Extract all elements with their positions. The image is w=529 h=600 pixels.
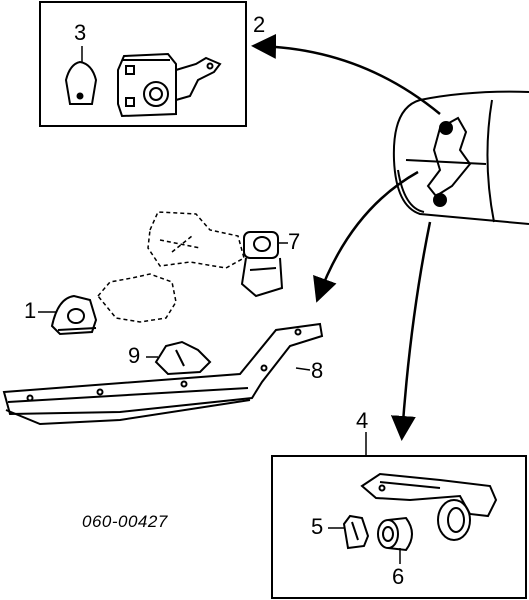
- vehicle-cutaway: [392, 90, 529, 225]
- callout-3: 3: [74, 20, 87, 45]
- arrow-to-detail-top: [251, 33, 441, 115]
- mount-bracket-assembly-4: [360, 472, 498, 541]
- detail-box-bottom: [271, 455, 527, 599]
- mount-part-7: [240, 231, 284, 298]
- bracket-part-9: [154, 340, 212, 376]
- callout-2: 2: [253, 12, 266, 37]
- callout-6: 6: [392, 564, 405, 589]
- leader-8: [295, 367, 311, 371]
- part-number-label: 060-00427: [82, 512, 168, 531]
- callout-4: 4: [356, 408, 369, 433]
- callout-1: 1: [24, 298, 37, 323]
- engine-outline-dashed: [97, 211, 245, 323]
- callout-5: 5: [311, 514, 324, 539]
- mount-part-1: [50, 294, 98, 336]
- crossmember-part-8: [2, 322, 324, 426]
- arrow-to-engine-mounts: [313, 170, 419, 303]
- callout-7: 7: [288, 229, 301, 254]
- mount-bracket-2: [117, 52, 222, 118]
- callout-9: 9: [128, 343, 141, 368]
- arrow-to-detail-bottom: [390, 221, 432, 441]
- callout-8: 8: [311, 358, 324, 383]
- detail-box-top: [39, 1, 247, 127]
- bushing-part-6: [377, 516, 413, 552]
- washer-part-5: [342, 514, 370, 550]
- insert-part-3: [64, 60, 98, 105]
